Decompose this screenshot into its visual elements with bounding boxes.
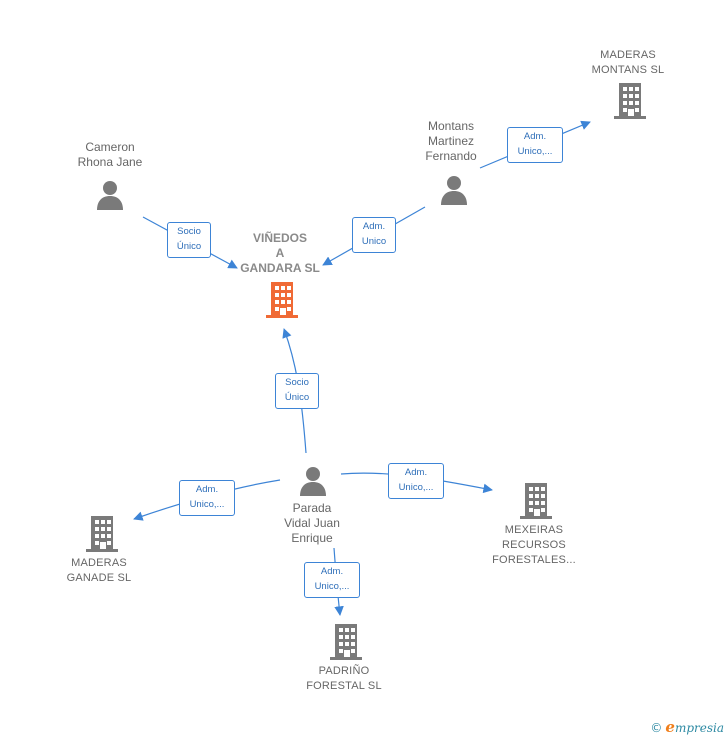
node-label-line: Fernando [425,149,477,163]
node-label-line: Martinez [427,134,474,148]
node-label-maderas-montans[interactable]: MADERAS MONTANS SL [575,48,681,78]
node-label-line: MADERAS [71,557,127,569]
edge-label-line: Único [176,241,202,252]
node-label-line: Rhona Jane [77,155,143,169]
edge-label-line: Adm. [404,467,428,478]
person-icon[interactable] [97,181,123,210]
node-label-line: GANDARA SL [240,261,320,275]
edge-label-parada-vinedos[interactable]: Socio Único [275,373,319,409]
node-label-line: VIÑEDOS [252,231,307,245]
node-label-mexeiras[interactable]: MEXEIRAS RECURSOS FORESTALES... [476,523,592,568]
building-icon[interactable] [330,624,362,660]
node-label-line: RECURSOS [502,539,566,551]
node-label-cameron[interactable]: Cameron Rhona Jane [55,140,165,170]
node-label-line: MEXEIRAS [504,524,564,536]
node-label-line: Vidal Juan [284,516,340,530]
copyright-symbol: © [650,721,663,735]
node-label-vinedos[interactable]: VIÑEDOS A GANDARA SL [222,231,338,276]
edge-label-line: Único [284,392,310,403]
node-label-line: FORESTALES... [492,554,576,566]
logo-e: e [665,718,675,736]
edge-label-parada-mexeiras[interactable]: Adm. Unico,... [388,463,444,499]
person-icon[interactable] [300,467,326,496]
edge-label-montans-vinedos[interactable]: Adm. Unico [352,217,396,253]
node-label-line: MADERAS [600,49,656,61]
edge-label-line: Adm. [362,221,386,232]
node-label-line: Montans [427,119,475,133]
person-icon[interactable] [441,176,467,205]
node-label-montans-person[interactable]: Montans Martinez Fernando [398,119,504,164]
edge-label-line: Unico,... [314,581,350,592]
building-icon[interactable] [266,282,298,318]
node-label-line: GANADE SL [66,572,132,584]
edge-label-line: Socio [285,377,309,388]
edge-label-line: Unico,... [517,146,553,157]
node-icons [86,83,646,660]
node-label-line: Parada [292,501,332,515]
node-label-line: MONTANS SL [591,64,665,76]
edge-label-line: Adm. [320,566,344,577]
node-label-line: A [275,246,285,260]
building-icon[interactable] [86,516,118,552]
edge-label-montans-maderas[interactable]: Adm. Unico,... [507,127,563,163]
logo-text: mpresia [674,721,724,735]
node-label-line: FORESTAL SL [306,680,382,692]
edge-label-parada-ganade[interactable]: Adm. Unico,... [179,480,235,516]
edge-label-line: Unico,... [189,499,225,510]
building-icon[interactable] [520,483,552,519]
empresia-watermark: ©empresia [650,718,724,736]
node-label-parada[interactable]: Parada Vidal Juan Enrique [260,501,364,546]
building-icon[interactable] [614,83,646,119]
node-label-line: PADRIÑO [318,665,370,677]
node-label-padrino[interactable]: PADRIÑO FORESTAL SL [290,664,398,694]
node-label-maderas-ganade[interactable]: MADERAS GANADE SL [46,556,152,586]
edge-label-line: Unico [361,236,387,247]
edge-label-line: Socio [177,226,201,237]
edge-label-line: Adm. [195,484,219,495]
edge-label-cameron-vinedos[interactable]: Socio Único [167,222,211,258]
edge-label-parada-padrino[interactable]: Adm. Unico,... [304,562,360,598]
node-label-line: Enrique [291,531,333,545]
edge-label-line: Adm. [523,131,547,142]
edge-label-line: Unico,... [398,482,434,493]
node-label-line: Cameron [85,140,135,154]
